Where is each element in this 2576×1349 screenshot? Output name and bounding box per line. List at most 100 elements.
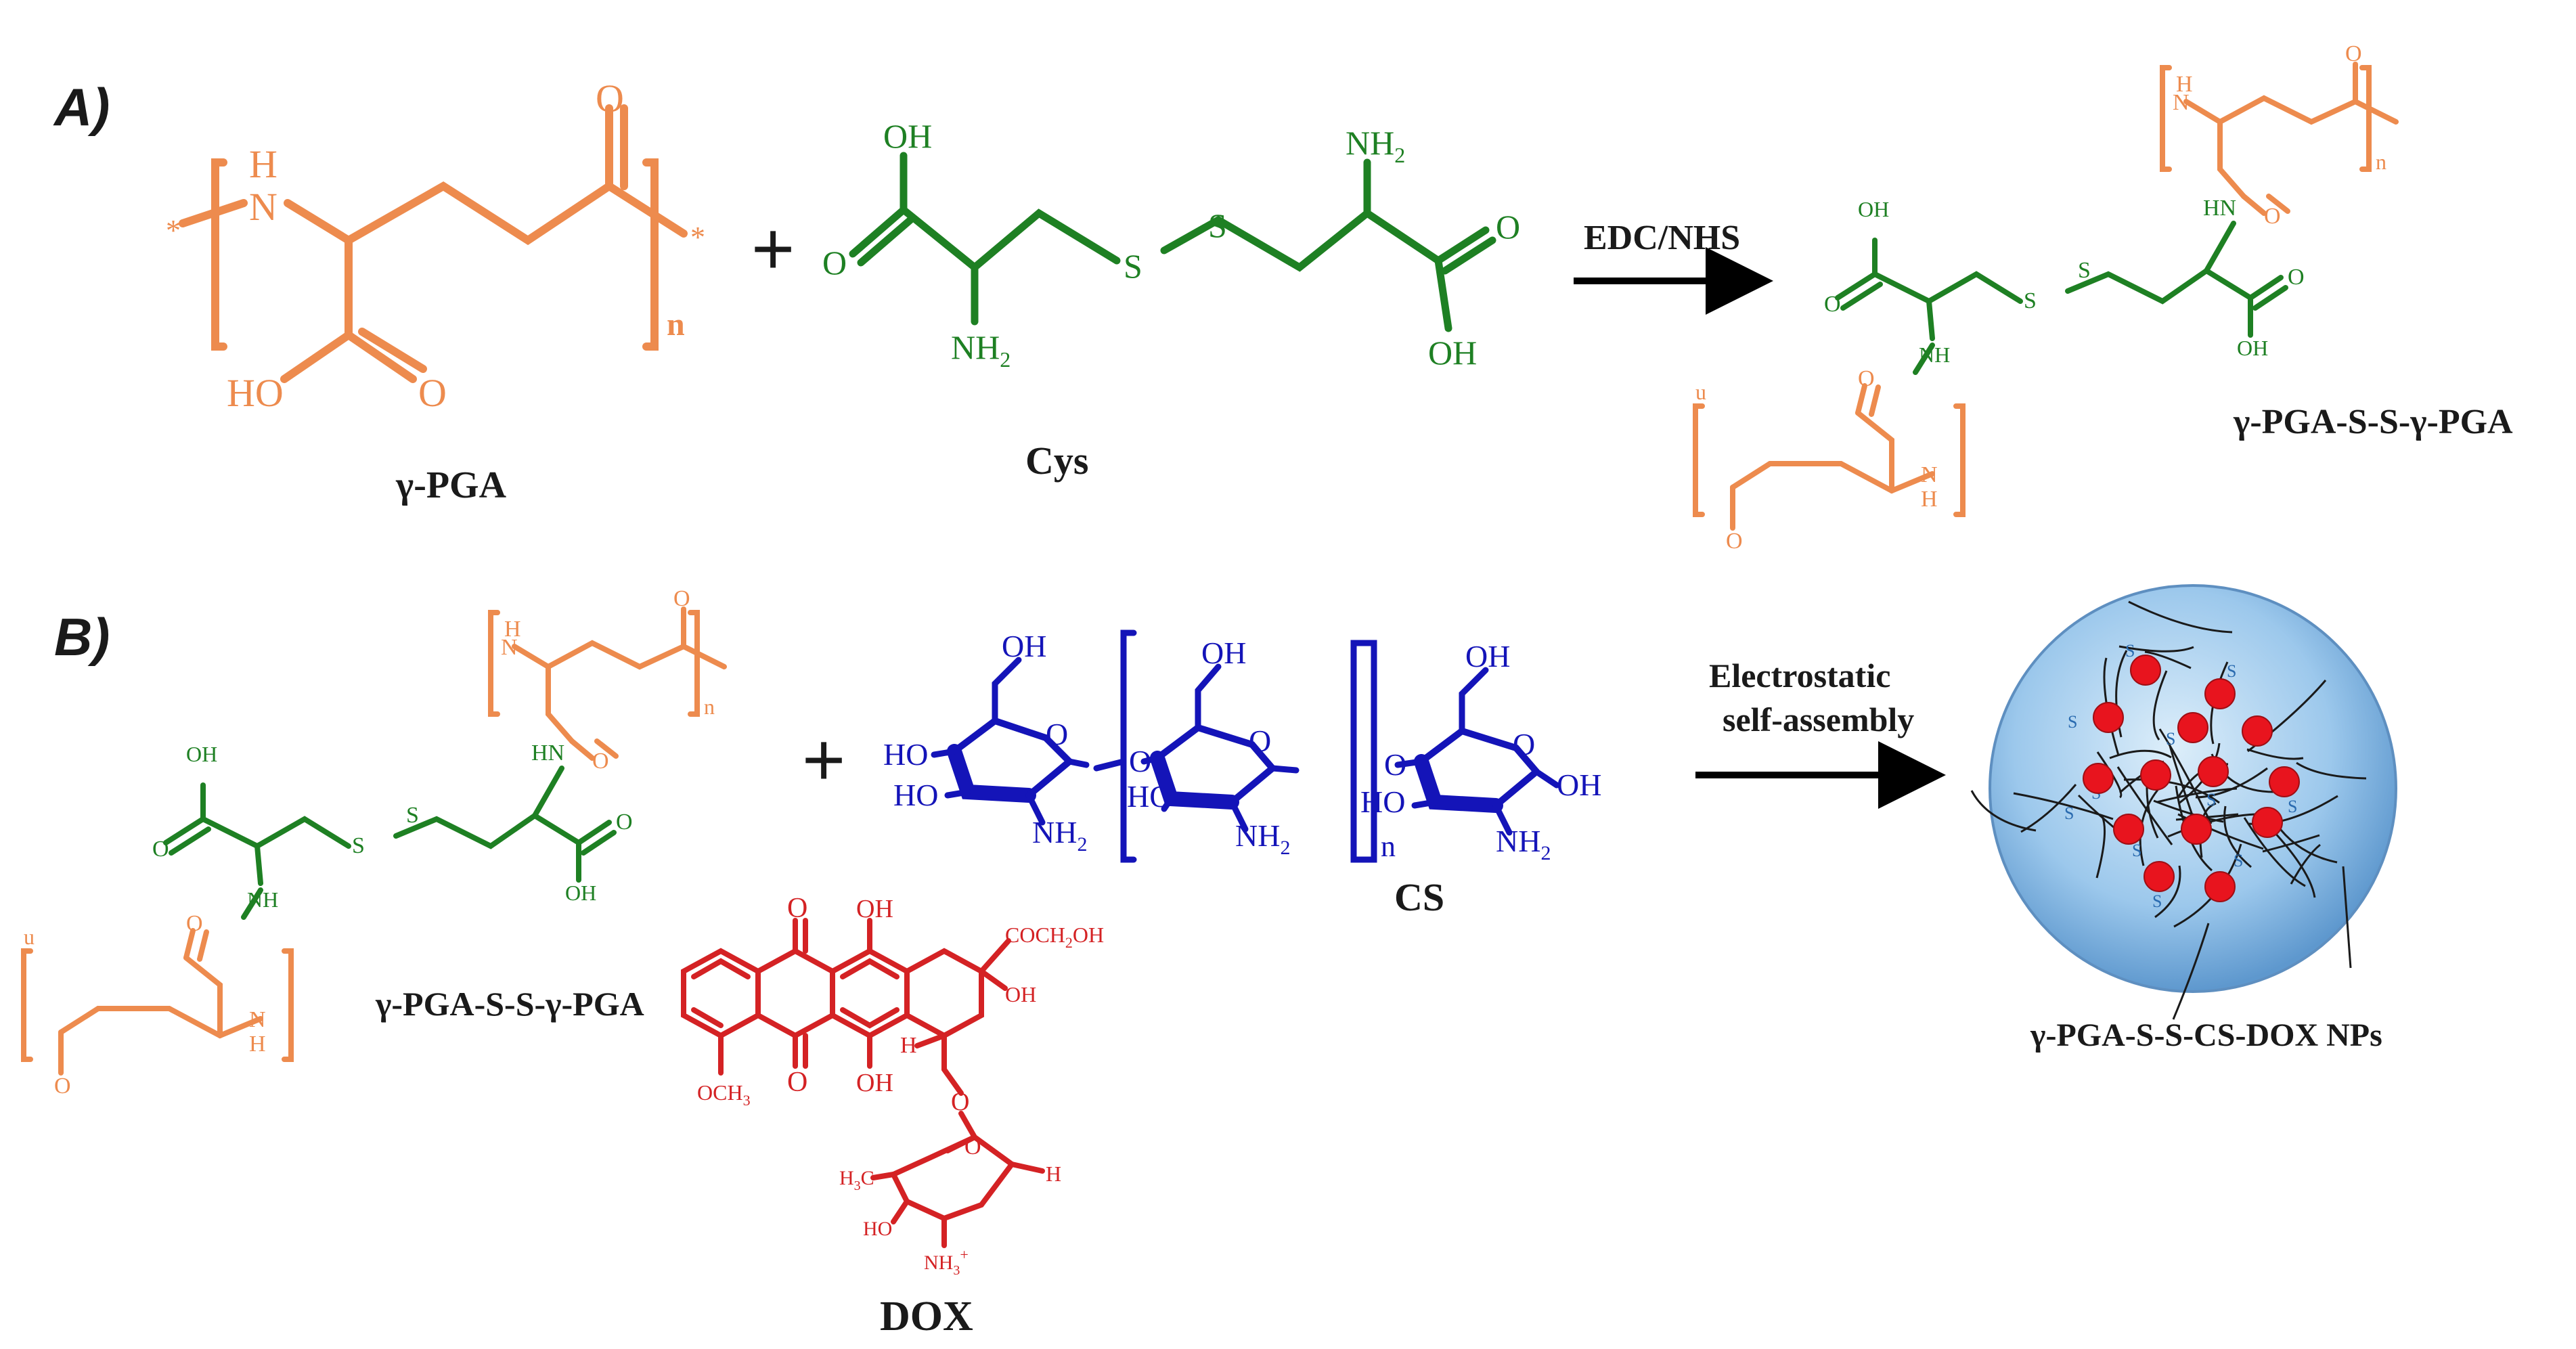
cs-ho-2: HO [893,778,938,812]
cs-oh-2: OH [1201,636,1246,670]
drug-dot [2093,702,2124,733]
drug-dot [2242,715,2273,747]
polymer-chain [2168,743,2195,820]
product-b-oh-right: OH [565,881,596,905]
product-b-s1: S [352,833,365,858]
drug-dot [2204,678,2236,709]
polymer-chain [2123,778,2220,804]
product-b-o-mid: O [186,911,203,936]
cs-n-sub: n [1381,830,1396,863]
product-b-u: u [24,925,35,949]
cs-ho-4: HO [1360,784,1405,819]
pga-star-left: * [166,214,181,247]
product-b-nh: NH [247,887,278,912]
drug-dot [2181,814,2212,845]
product-b-n-sub: n [704,694,715,719]
cs-nh2-2: NH2 [1235,818,1290,859]
drug-dot [2130,655,2161,686]
cs-atoms: OH HO HO O O NH2 OH O HO NH2 n O OH O HO… [883,629,1601,864]
pga-ho-label: HO [227,371,284,415]
disulfide-s-label: S [2125,641,2135,661]
product-b-o-right2: O [616,810,633,835]
dox-h3c: H3C [839,1167,874,1193]
dox-h-ring: H [900,1033,917,1058]
cs-nh2-3: NH2 [1496,824,1551,864]
dox-h-sugar: H [1046,1162,1061,1186]
reagent-label: EDC/NHS [1584,219,1740,257]
product-a-nh-bottom: N [1921,462,1938,487]
polymer-chain [2243,817,2306,887]
pga-name: γ-PGA [395,464,507,506]
polymer-chain [2272,830,2316,898]
product-b-name: γ-PGA-S-S-γ-PGA [375,985,644,1023]
disulfide-s-label: S [2206,790,2216,810]
cs-o-ring2: O [1249,724,1271,758]
pga-h-label: H [249,142,277,186]
cys-atoms: OH O NH2 S S NH2 O OH [822,117,1520,372]
plus-sign-a: + [751,207,795,290]
polymer-chain [2020,784,2077,833]
pga-n-subscript: n [667,307,685,342]
nanoparticle: SSSSSSSSSSSS [1970,584,2397,1020]
drug-dot [2113,814,2144,845]
product-b-hn: HN [531,740,564,766]
product-a-hn: HN [2203,196,2236,221]
disulfide-s-label: S [2152,891,2162,911]
product-a-name: γ-PGA-S-S-γ-PGA [2233,403,2513,441]
cs-ho-1: HO [883,737,928,772]
cs-o-ring3: O [1513,727,1535,761]
polymer-chain [2013,792,2114,820]
cs-ho-3: HO [1127,779,1172,814]
disulfide-s-label: S [2064,803,2074,823]
process-label-line1: Electrostatic [1709,657,1890,694]
cys-name: Cys [1025,439,1088,483]
cs-oh-3: OH [1465,639,1510,673]
disulfide-s-label: S [2288,797,2297,816]
dox-o-sugar: O [964,1134,981,1159]
product-a-oh-right: OH [2237,336,2268,360]
pga-atoms: * N H O HO O * n [166,76,705,415]
product-b-o-top: O [673,586,690,611]
polymer-chain [2152,670,2168,740]
dox-och3: OCH3 [697,1080,751,1109]
polymer-chain [2116,766,2173,845]
product-a-o-top: O [2345,41,2362,66]
cys-s2: S [1208,206,1227,244]
pga-structure [179,104,688,383]
product-a-o-left: O [1824,292,1841,317]
cs-structure [931,629,1560,863]
panel-b-label: B) [54,607,110,667]
product-b-s2: S [406,803,419,828]
cs-oh-4: OH [1557,768,1601,802]
drug-dot [2140,759,2171,791]
cys-oh-top: OH [883,117,932,155]
pga-star-right: * [690,221,705,254]
cys-o-right: O [1496,208,1520,246]
dox-o-top: O [787,893,807,924]
product-b-oh-left: OH [186,742,217,766]
disulfide-s-label: S [2068,712,2077,732]
polymer-chain [2158,728,2213,824]
product-a-nh: NH [1919,342,1950,367]
np-name: γ-PGA-S-S-CS-DOX NPs [2030,1017,2382,1053]
disulfide-s-label: S [2227,661,2236,681]
product-a-n-sub-top: n [2376,150,2386,174]
cys-nh2-top: NH2 [1346,124,1405,167]
product-a-n-top: N [2173,90,2190,115]
product-a-u: u [1695,380,1706,404]
polymer-chain [2342,866,2352,969]
drug-dot [2177,712,2208,743]
product-b-h-top: H [504,617,521,642]
product-b-h-bottom: H [249,1032,266,1057]
cys-oh-bottom: OH [1428,334,1477,372]
product-a-h-bottom: H [1921,487,1938,512]
polymer-chain [2172,923,2210,1020]
drug-dot [2144,861,2175,892]
drug-dot [2204,871,2236,902]
polymer-chain [2095,816,2106,879]
dox-o-bottom: O [787,1067,807,1098]
product-a-structure [1693,62,2399,531]
drug-dot [2198,756,2229,787]
process-label-line2: self-assembly [1723,701,1914,738]
disulfide-s-label: S [2166,729,2175,749]
